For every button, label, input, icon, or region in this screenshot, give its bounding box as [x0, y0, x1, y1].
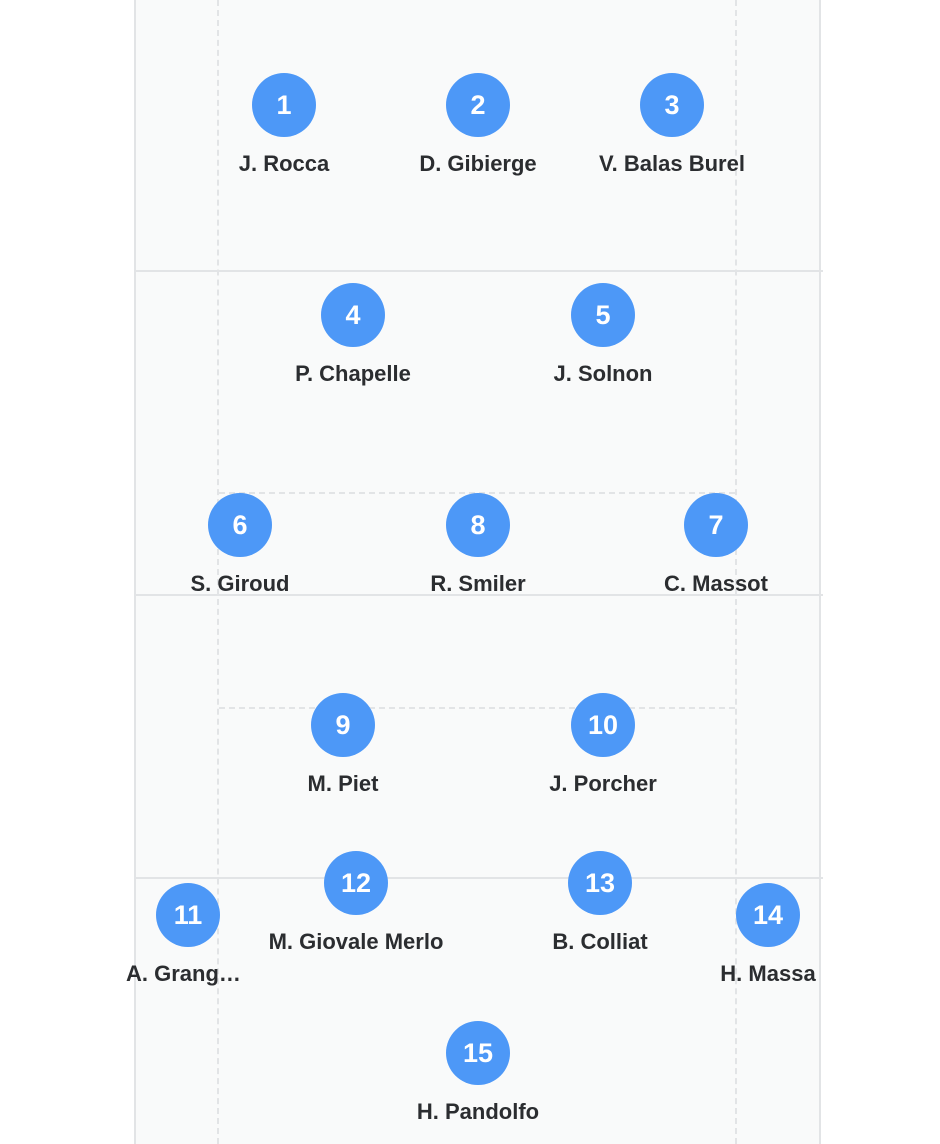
- line-22m-bottom: [134, 877, 823, 879]
- player-number-badge: 9: [311, 693, 375, 757]
- player-10[interactable]: 10 J. Porcher: [483, 693, 723, 797]
- field: [134, 0, 821, 1144]
- player-name: H. Pandolfo: [416, 1099, 540, 1124]
- player-name: J. Solnon: [553, 361, 653, 386]
- player-number-badge: 10: [571, 693, 635, 757]
- player-name: J. Porcher: [549, 771, 657, 796]
- player-number-badge: 6: [208, 493, 272, 557]
- player-name: M. Giovale Merlo: [268, 929, 444, 954]
- player-number-badge: 11: [156, 883, 220, 947]
- dashed-line-left: [217, 0, 219, 1144]
- player-13[interactable]: 13 B. Colliat: [480, 851, 720, 955]
- player-name: H. Massa: [720, 961, 816, 986]
- player-number-badge: 1: [252, 73, 316, 137]
- player-8[interactable]: 8 R. Smiler: [358, 493, 598, 597]
- player-4[interactable]: 4 P. Chapelle: [233, 283, 473, 387]
- player-number-badge: 4: [321, 283, 385, 347]
- player-number-badge: 5: [571, 283, 635, 347]
- player-1[interactable]: 1 J. Rocca: [164, 73, 404, 177]
- player-name: P. Chapelle: [295, 361, 411, 386]
- player-14[interactable]: 14 H. Massa: [648, 883, 888, 987]
- player-number-badge: 7: [684, 493, 748, 557]
- player-name: B. Colliat: [552, 929, 648, 954]
- player-number-badge: 8: [446, 493, 510, 557]
- player-number-badge: 14: [736, 883, 800, 947]
- player-11[interactable]: 11 A. Grangeon: [68, 883, 308, 987]
- player-2[interactable]: 2 D. Gibierge: [358, 73, 598, 177]
- player-3[interactable]: 3 V. Balas Burel: [552, 73, 792, 177]
- player-name: S. Giroud: [190, 571, 290, 596]
- player-number-badge: 12: [324, 851, 388, 915]
- player-number-badge: 3: [640, 73, 704, 137]
- dashed-line-right: [735, 0, 737, 1144]
- player-number-badge: 15: [446, 1021, 510, 1085]
- dashed-line-10m-bottom: [219, 707, 735, 709]
- player-number-badge: 13: [568, 851, 632, 915]
- player-7[interactable]: 7 C. Massot: [596, 493, 836, 597]
- line-halfway: [134, 594, 823, 596]
- player-5[interactable]: 5 J. Solnon: [483, 283, 723, 387]
- player-name: R. Smiler: [430, 571, 526, 596]
- line-22m-top: [134, 270, 823, 272]
- player-12[interactable]: 12 M. Giovale Merlo: [236, 851, 476, 955]
- player-name: V. Balas Burel: [599, 151, 745, 176]
- player-number-badge: 2: [446, 73, 510, 137]
- player-name: M. Piet: [307, 771, 379, 796]
- player-name: D. Gibierge: [419, 151, 537, 176]
- player-15[interactable]: 15 H. Pandolfo: [358, 1021, 598, 1125]
- player-6[interactable]: 6 S. Giroud: [120, 493, 360, 597]
- player-name: C. Massot: [664, 571, 768, 596]
- player-9[interactable]: 9 M. Piet: [223, 693, 463, 797]
- player-name: A. Grangeon: [126, 961, 250, 986]
- player-name: J. Rocca: [238, 151, 330, 176]
